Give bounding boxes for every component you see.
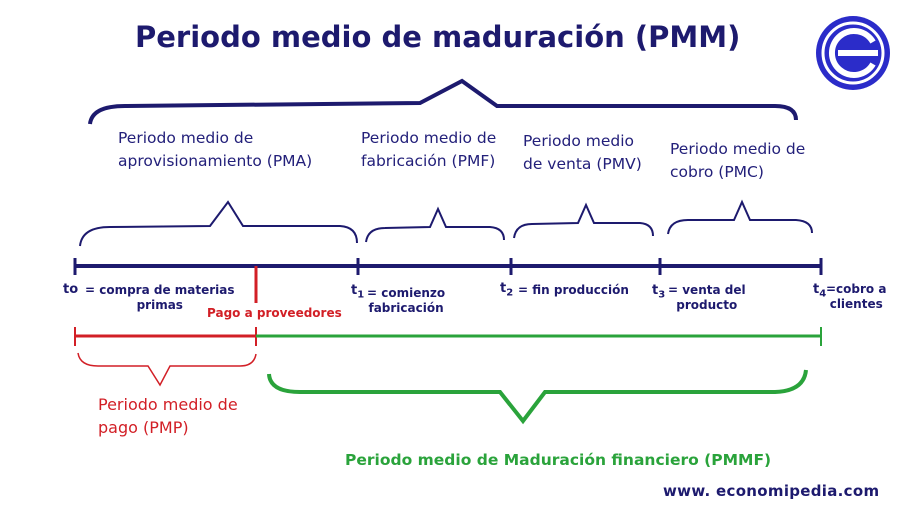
t0-description-line-2: primas xyxy=(136,298,183,312)
pmc-brace xyxy=(667,199,813,235)
pmmf-label: Periodo medio de Maduración financiero (… xyxy=(345,451,772,469)
pmm-brace xyxy=(88,78,798,125)
pma-label-line-1: Periodo medio de xyxy=(118,129,254,147)
pmp-brace xyxy=(77,352,257,387)
pmmf-brace xyxy=(267,369,808,425)
t1-description-line-1: = comienzo xyxy=(367,286,446,300)
pmv-label-line-1: Periodo medio xyxy=(523,132,635,150)
t4-description: =cobro a clientes xyxy=(826,282,886,312)
t2-symbol: t xyxy=(500,281,507,296)
pmf-label-line-2: fabricación (PMF) xyxy=(361,152,496,170)
t2-subscript: 2 xyxy=(506,287,514,299)
t4-label: t4 xyxy=(813,282,826,301)
pma-brace xyxy=(79,200,358,247)
pmc-label-line-1: Periodo medio de xyxy=(670,140,806,158)
economipedia-logo xyxy=(816,16,890,90)
t3-symbol: t xyxy=(652,283,659,298)
t1-description-line-2: fabricación xyxy=(368,301,444,315)
pmv-brace xyxy=(513,202,654,239)
t2-description-line-1: = fin producción xyxy=(518,283,629,297)
pmc-label-line-2: cobro (PMC) xyxy=(670,163,764,181)
pmc-label: Periodo medio de cobro (PMC) xyxy=(670,138,805,184)
pmp-label-line-2: pago (PMP) xyxy=(98,418,189,437)
t4-symbol: t xyxy=(813,282,820,297)
t3-description: = venta del producto xyxy=(668,283,746,313)
page-title: Periodo medio de maduración (PMM) xyxy=(135,20,741,54)
pmv-label: Periodo medio de venta (PMV) xyxy=(523,130,642,176)
t1-label: t1 xyxy=(351,283,364,302)
t0-label: to xyxy=(63,282,78,297)
payment-label: Pago a proveedores xyxy=(207,306,342,320)
t0-description: = compra de materias primas xyxy=(85,283,235,313)
t3-label: t3 xyxy=(652,283,665,302)
t4-description-line-1: =cobro a xyxy=(826,282,887,296)
t1-subscript: 1 xyxy=(357,289,365,301)
website-url: www. economipedia.com xyxy=(663,482,880,500)
pmp-label-line-1: Periodo medio de xyxy=(98,395,238,414)
pmf-brace xyxy=(365,206,505,243)
pmf-label-line-1: Periodo medio de xyxy=(361,129,497,147)
t3-description-line-1: = venta del xyxy=(668,283,746,297)
t1-description: = comienzo fabricación xyxy=(367,286,445,316)
t2-description: = fin producción xyxy=(518,283,629,298)
t3-subscript: 3 xyxy=(658,289,666,301)
t2-label: t2 xyxy=(500,281,513,300)
t1-symbol: t xyxy=(351,283,358,298)
pma-label-line-2: aprovisionamiento (PMA) xyxy=(118,152,313,170)
pmp-label: Periodo medio de pago (PMP) xyxy=(98,393,238,439)
t4-description-line-2: clientes xyxy=(829,297,883,311)
t3-description-line-2: producto xyxy=(676,298,738,312)
pmv-label-line-2: de venta (PMV) xyxy=(523,155,642,173)
pma-label: Periodo medio de aprovisionamiento (PMA) xyxy=(118,127,312,173)
pmf-label: Periodo medio de fabricación (PMF) xyxy=(361,127,496,173)
t0-symbol: to xyxy=(63,282,79,297)
t0-description-line-1: = compra de materias xyxy=(85,283,235,297)
t4-subscript: 4 xyxy=(819,288,827,300)
